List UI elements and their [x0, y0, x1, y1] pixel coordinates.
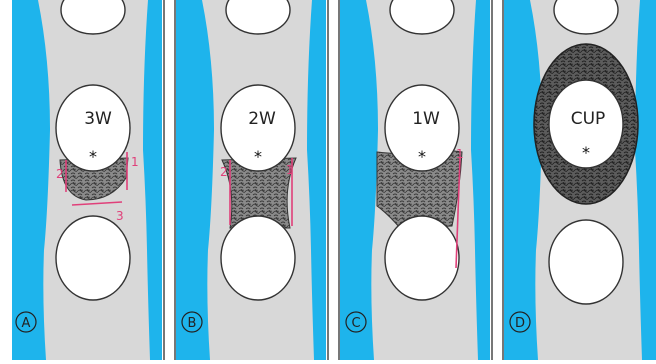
panel-d-center-mark: *	[582, 143, 590, 162]
panel-c-measure-label-1: 1	[456, 147, 464, 161]
panel-b-measure-label-2: 2	[220, 165, 228, 179]
panel-b-center-mark: *	[254, 147, 262, 166]
panel-a-lower-circle	[56, 216, 130, 300]
panel-a-measure-label-2: 2	[56, 167, 64, 181]
panel-b-measure-label-1: 1	[286, 163, 294, 177]
panel-c-title: 1W	[412, 109, 440, 129]
panel-b-label: B	[188, 316, 197, 331]
panel-d-label: D	[515, 316, 525, 331]
panel-a-center-mark: *	[89, 147, 97, 166]
panel-a-measure-label-1: 1	[131, 155, 139, 169]
panel-c-center-mark: *	[418, 147, 426, 166]
panel-d-lower-circle	[549, 220, 623, 304]
panel-a-title: 3W	[84, 109, 112, 129]
panel-d-title: CUP	[571, 109, 606, 129]
panel-b-title: 2W	[248, 109, 276, 129]
panel-a-measure-label-3: 3	[116, 209, 124, 223]
panel-c-label: C	[351, 316, 360, 331]
panel-a-label: A	[22, 316, 31, 331]
panel-b-lower-circle	[221, 216, 295, 300]
panel-c-lower-circle	[385, 216, 459, 300]
